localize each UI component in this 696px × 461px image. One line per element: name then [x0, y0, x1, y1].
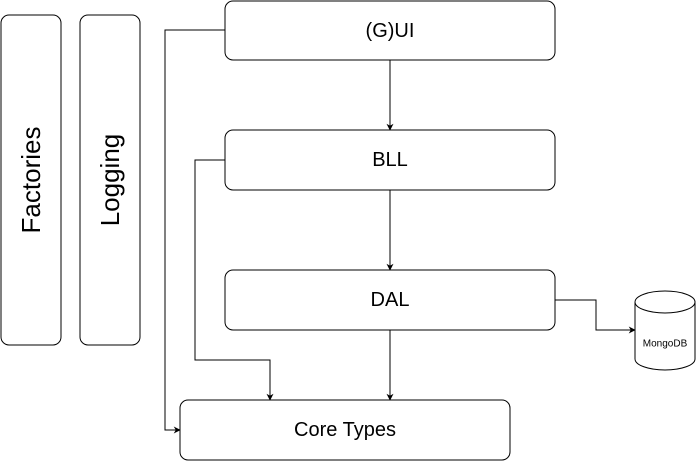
bll-node: BLL: [224, 129, 556, 191]
factories-node: Factories: [0, 14, 62, 346]
mongodb-node: MongoDB: [634, 290, 696, 371]
edge-bll-to-core: [194, 159, 274, 401]
logging-node: Logging: [79, 14, 141, 346]
gui-node: (G)UI: [224, 0, 556, 61]
dal-label: DAL: [371, 289, 410, 311]
dal-node: DAL: [224, 269, 556, 331]
edge-gui-to-core: [164, 29, 225, 434]
gui-label: (G)UI: [366, 20, 415, 42]
core-types-label: Core Types: [294, 419, 396, 441]
database-cylinder-icon: [634, 290, 696, 371]
logging-label: Logging: [95, 134, 125, 227]
edge-dal-to-mongodb: [555, 299, 636, 334]
bll-label: BLL: [372, 149, 408, 171]
mongodb-label: MongoDB: [643, 339, 688, 350]
core-types-node: Core Types: [179, 399, 511, 461]
factories-label: Factories: [16, 127, 46, 234]
